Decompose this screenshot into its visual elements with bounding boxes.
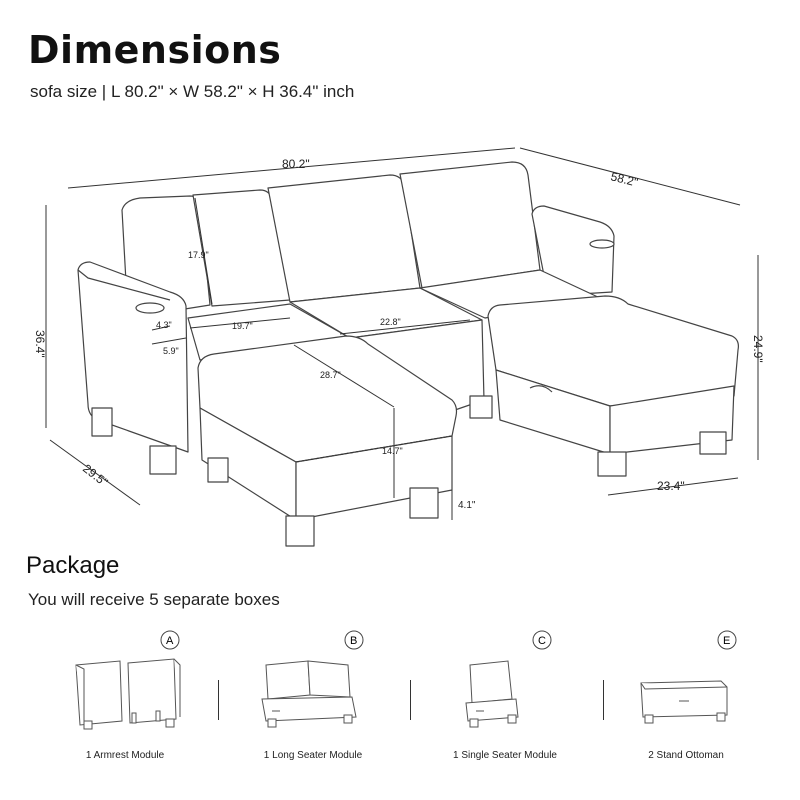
back-cushion-right <box>399 161 541 289</box>
label-height: 36.4" <box>33 330 47 358</box>
dim-line-cupholder <box>151 325 171 331</box>
package-subtitle: You will receive 5 separate boxes <box>28 590 280 609</box>
label-cupholder: 4.3" <box>156 320 172 330</box>
ottoman-right-top <box>487 295 739 407</box>
ottoman-right-leg-front <box>597 451 627 477</box>
label-arm-depth: 29.5" <box>80 461 110 489</box>
sofa-size-subtitle: sofa size | L 80.2" × W 58.2" × H 36.4" … <box>30 82 355 101</box>
label-seat-center: 22.8" <box>380 317 401 327</box>
dim-line-length <box>67 147 516 189</box>
module-stand-ottoman: E 2 Stand Ottoman <box>601 625 771 775</box>
module-b-letter: B <box>350 635 357 647</box>
left-arm-top-edge <box>77 269 171 301</box>
dim-line-width <box>519 147 741 206</box>
module-b-caption: 1 Long Seater Module <box>263 750 363 761</box>
module-a-caption: 1 Armrest Module <box>85 750 165 761</box>
dim-line-back-height <box>194 197 213 305</box>
package-separator-3 <box>603 680 604 720</box>
ottoman-right-leg-side <box>699 431 727 455</box>
back-cushion-middle <box>267 174 421 303</box>
armrest-module-icon: A <box>75 630 181 730</box>
label-back-height: 17.9" <box>188 250 209 260</box>
dim-line-ottoman-length <box>293 344 395 408</box>
package-title: Package <box>26 552 120 579</box>
module-single-seater: C 1 Single Seater Module <box>420 625 590 775</box>
dim-line-seat-center <box>339 319 471 335</box>
module-long-seater: B 1 Long Seater Module <box>228 625 398 775</box>
module-c-letter: C <box>538 635 546 647</box>
sofa-dimension-diagram: 80.2" 58.2" 36.4" 29.5" 17.9" 4.3" 5.9" … <box>33 147 765 547</box>
label-seat-width: 19.7" <box>232 321 253 331</box>
label-width: 58.2" <box>609 169 639 189</box>
ottoman-handle <box>529 385 553 393</box>
dim-line-ottoman-height <box>295 435 453 463</box>
sofa-leg-left-front <box>149 445 177 475</box>
sofa-leg-left-back <box>91 407 113 437</box>
cupholder-left <box>135 302 165 314</box>
ottoman-module-icon: E <box>640 630 737 724</box>
module-e-letter: E <box>723 635 730 647</box>
dim-line-arm-width <box>151 337 187 345</box>
label-ottoman-length: 28.7" <box>320 370 341 380</box>
long-seater-module-icon: B <box>261 630 364 728</box>
module-e-caption: 2 Stand Ottoman <box>648 750 724 761</box>
label-ottoman-height: 14.7" <box>382 446 403 456</box>
package-separator-2 <box>410 680 411 720</box>
label-ottoman-depth: 23.4" <box>657 479 685 493</box>
dim-line-ottoman-depth <box>607 477 739 496</box>
ottoman-left-leg-front <box>285 515 315 547</box>
label-length: 80.2" <box>282 157 310 171</box>
ottoman-left-top <box>197 335 458 463</box>
ottoman-left-leg-back <box>207 457 229 483</box>
module-armrest: A 1 Armrest Module <box>40 625 210 775</box>
package-separator-1 <box>218 680 219 720</box>
cupholder-right <box>589 239 615 249</box>
page-title: Dimensions <box>28 28 282 72</box>
module-a-letter: A <box>166 635 174 647</box>
sofa-leg-center <box>469 395 493 419</box>
right-armrest <box>531 205 615 297</box>
label-ottoman-right-height: 24.9" <box>751 335 765 363</box>
dim-line-seat-width <box>189 317 291 329</box>
label-arm-width: 5.9" <box>163 346 179 356</box>
ottoman-left-leg-side <box>409 487 439 519</box>
label-leg-height: 4.1" <box>458 500 476 511</box>
module-c-caption: 1 Single Seater Module <box>453 750 557 761</box>
single-seater-module-icon: C <box>465 630 552 728</box>
dim-line-arm-depth <box>49 439 141 506</box>
